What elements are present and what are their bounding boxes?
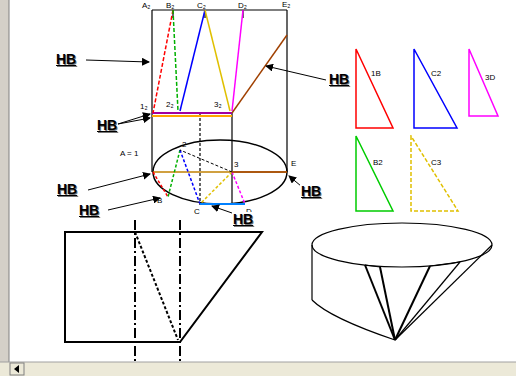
triangle-outline (468, 48, 500, 118)
true-length-triangle: 3D (468, 48, 500, 118)
point-label: 2 (182, 141, 186, 149)
true-length-triangle: B2 (355, 135, 395, 213)
point-label: B₂ (166, 2, 174, 10)
true-length-label: HB (78, 203, 100, 217)
triangle-label: C3 (431, 159, 441, 167)
true-length-triangle: C2 (413, 48, 459, 130)
point-label: B (157, 197, 162, 205)
point-label: 3 (234, 161, 238, 169)
triangle-label: 3D (485, 74, 495, 82)
true-length-triangle: 1B (355, 48, 395, 130)
triangle-outline (355, 135, 395, 213)
point-label: E₂ (282, 1, 290, 9)
true-length-label: HB (96, 118, 118, 132)
point-label: 2₂ (166, 101, 174, 109)
triangle-outline (355, 48, 395, 130)
triangle-outline (413, 48, 459, 130)
true-length-label: HB (328, 72, 350, 86)
point-label: 3₂ (214, 101, 222, 109)
point-label: C (194, 208, 200, 216)
true-length-label: HB (232, 212, 254, 226)
point-label: 1₂ (140, 103, 148, 111)
point-label: C₂ (197, 2, 206, 10)
point-label: E (291, 160, 296, 168)
true-length-label: HB (56, 182, 78, 196)
triangle-label: 1B (371, 70, 381, 78)
triangle-outline (410, 135, 460, 213)
point-label: A₂ (142, 2, 150, 10)
triangle-label: C2 (431, 70, 441, 78)
true-length-label: HB (300, 184, 322, 198)
true-length-label: HB (55, 52, 77, 66)
true-length-triangle: C3 (410, 135, 460, 213)
triangle-label: B2 (373, 159, 383, 167)
point-label: A = 1 (120, 150, 138, 158)
point-label: D₂ (238, 2, 247, 10)
